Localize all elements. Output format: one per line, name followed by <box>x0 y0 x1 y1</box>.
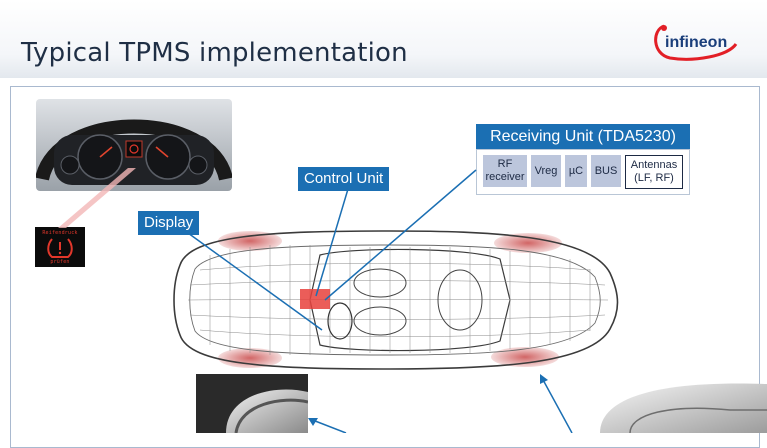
display-label: Display <box>138 211 200 235</box>
slide-title: Typical TPMS implementation <box>21 38 408 68</box>
sensor-photo <box>590 380 767 433</box>
warning-lamp-line1: Reifendruck <box>42 230 78 236</box>
warning-lamp-line2: prüfen <box>50 259 70 265</box>
rx-block-antennas: Antennas(LF, RF) <box>625 155 683 189</box>
rx-block-bus: BUS <box>591 155 621 187</box>
rx-block-uc: µC <box>565 155 587 187</box>
car-wireframe <box>150 225 620 379</box>
rx-block-vreg: Vreg <box>531 155 561 187</box>
control-unit-label: Control Unit <box>298 167 390 191</box>
receiving-unit-title: Receiving Unit (TDA5230) <box>476 124 690 149</box>
tire-photo <box>196 374 308 433</box>
tire-pressure-warning-icon: Reifendruck prüfen <box>35 227 85 267</box>
infineon-logo: infineon <box>650 20 740 62</box>
dashboard-photo <box>36 99 232 191</box>
slide-header <box>0 0 767 78</box>
logo-text: infineon <box>665 34 727 51</box>
